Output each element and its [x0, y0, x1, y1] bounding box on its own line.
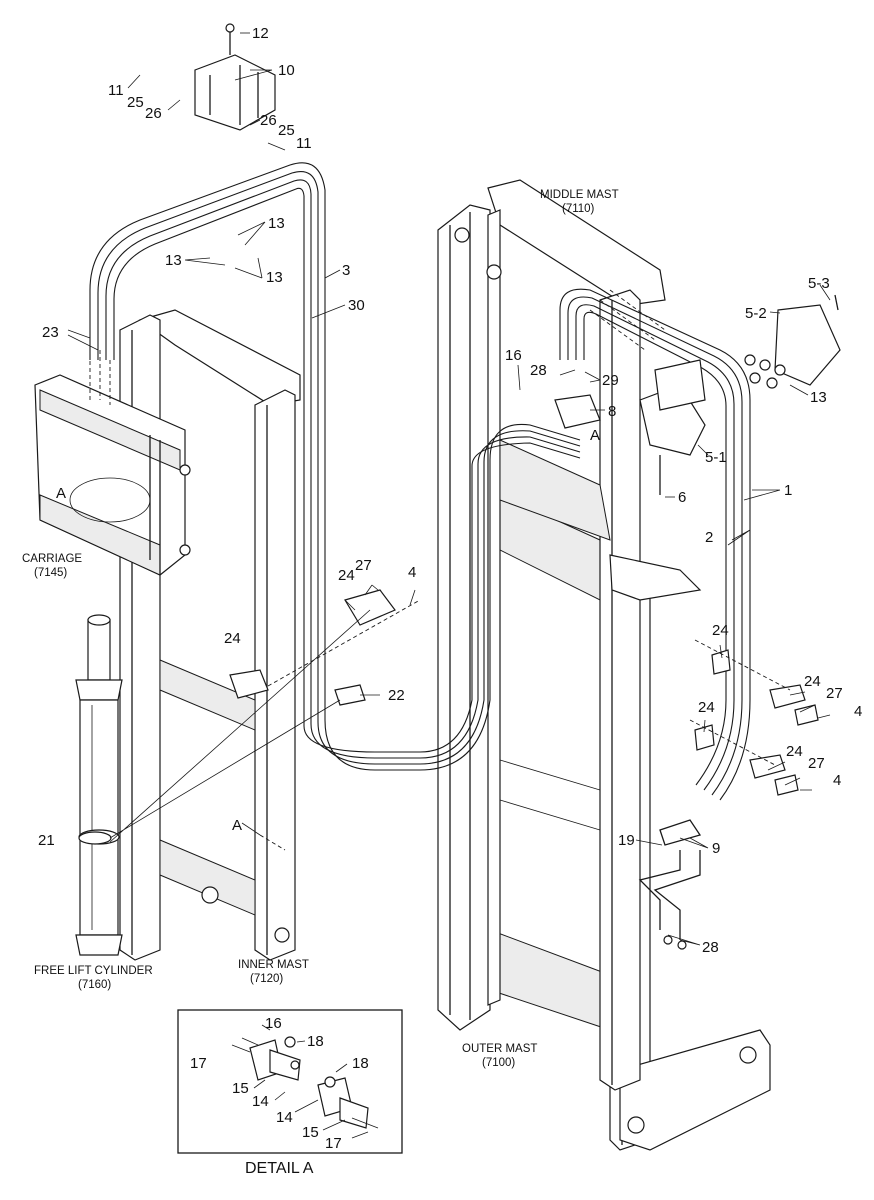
inner-mast-code: (7120) [250, 973, 283, 985]
callout-14-a: 14 [252, 1093, 269, 1110]
outer-mast-label: OUTER MAST [462, 1043, 537, 1055]
callout-12: 12 [252, 25, 269, 42]
callout-17-a: 17 [190, 1055, 207, 1072]
callout-19: 19 [618, 832, 635, 849]
hose-loop-right [559, 288, 751, 801]
inner-mast-label: INNER MAST [238, 959, 309, 971]
callout-13-b: 13 [165, 252, 182, 269]
callout-2: 2 [705, 529, 713, 546]
callout-16-detail: 16 [265, 1015, 282, 1032]
outer-mast-code: (7100) [482, 1057, 515, 1069]
callout-28-top: 28 [530, 362, 547, 379]
callout-24-f: 24 [786, 743, 803, 760]
carriage-code: (7145) [34, 567, 67, 579]
free-lift-code: (7160) [78, 979, 111, 991]
callout-27-a: 27 [355, 557, 372, 574]
carriage [34, 374, 191, 576]
callout-5-3: 5-3 [808, 275, 830, 292]
callout-18-b: 18 [352, 1055, 369, 1072]
callout-13-a: 13 [268, 215, 285, 232]
callout-10: 10 [278, 62, 295, 79]
callout-15-a: 15 [232, 1080, 249, 1097]
callout-27-b: 27 [826, 685, 843, 702]
callout-11-right: 11 [296, 135, 312, 152]
callout-4-a: 4 [408, 564, 416, 581]
callout-28-bottom: 28 [702, 939, 719, 956]
callout-26-right: 26 [260, 112, 277, 129]
callout-24-a: 24 [338, 567, 355, 584]
sheave-assembly [639, 294, 841, 495]
callout-8: 8 [608, 403, 616, 420]
middle-mast-code: (7110) [562, 203, 595, 215]
top-sheave-bracket [194, 23, 276, 131]
callout-18-a: 18 [307, 1033, 324, 1050]
callout-4-c: 4 [833, 772, 841, 789]
callout-3: 3 [342, 262, 350, 279]
callout-29: 29 [602, 372, 619, 389]
callout-22: 22 [388, 687, 405, 704]
callout-5-2: 5-2 [745, 305, 767, 322]
callout-1: 1 [784, 482, 792, 499]
callout-11-left: 11 [108, 82, 124, 99]
callout-21: 21 [38, 832, 55, 849]
callout-17-b: 17 [325, 1135, 342, 1152]
callout-5-1: 5-1 [705, 449, 727, 466]
callout-24-e: 24 [698, 699, 715, 716]
callout-26-left: 26 [145, 105, 162, 122]
callout-13-c: 13 [266, 269, 283, 286]
callout-6: 6 [678, 489, 686, 506]
callout-24-b: 24 [224, 630, 241, 647]
callout-24-c: 24 [712, 622, 729, 639]
callout-27-c: 27 [808, 755, 825, 772]
callout-16: 16 [505, 347, 522, 364]
leader-lines [67, 32, 831, 946]
callout-14-b: 14 [276, 1109, 293, 1126]
callout-23: 23 [42, 324, 59, 341]
hose-clamps [78, 394, 819, 845]
ref-a-middle: A [590, 427, 600, 444]
callout-24-d: 24 [804, 673, 821, 690]
callout-15-b: 15 [302, 1124, 319, 1141]
carriage-label: CARRIAGE [22, 553, 82, 565]
ref-a-inner: A [232, 817, 242, 834]
middle-mast [486, 179, 702, 1091]
hose-loop-main [89, 162, 581, 771]
free-lift-cylinder-label: FREE LIFT CYLINDER [34, 965, 153, 977]
inner-mast [119, 309, 301, 961]
callout-30: 30 [348, 297, 365, 314]
callout-25-left: 25 [127, 94, 144, 111]
detail-a-title: DETAIL A [245, 1160, 314, 1177]
callout-25-right: 25 [278, 122, 295, 139]
free-lift-cylinder [75, 614, 123, 956]
callout-9: 9 [712, 840, 720, 857]
callout-4-b: 4 [854, 703, 862, 720]
bottom-fittings [638, 819, 702, 950]
callout-13-right: 13 [810, 389, 827, 406]
middle-mast-label: MIDDLE MAST [540, 189, 619, 201]
ref-a-carriage: A [56, 485, 66, 502]
detail-a-box [177, 1009, 403, 1154]
